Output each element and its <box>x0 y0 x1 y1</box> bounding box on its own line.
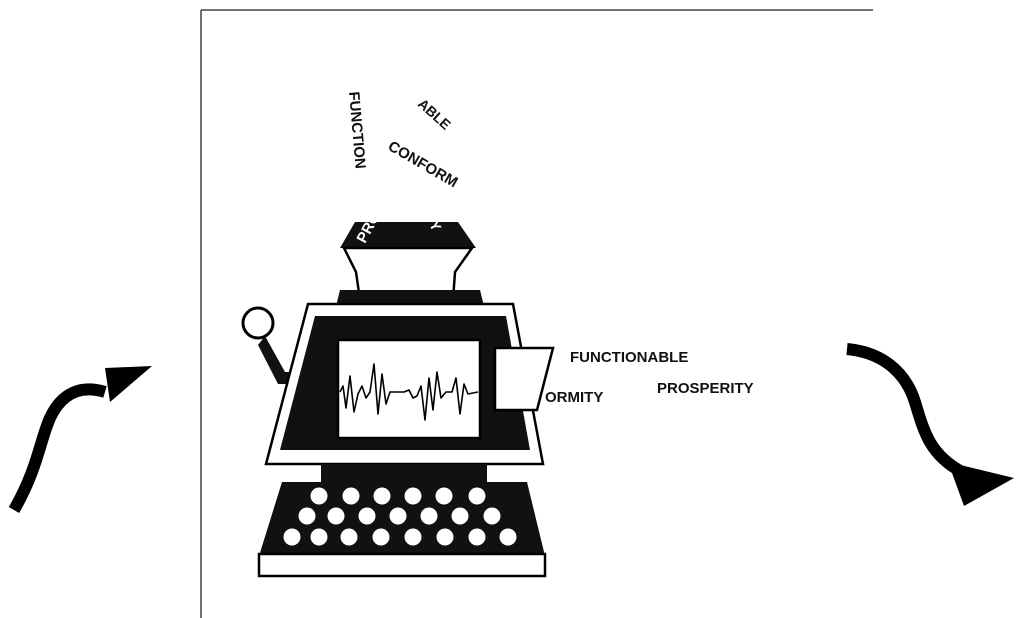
curved-down-arrow-icon <box>846 343 1014 506</box>
input-word-able: ABLE <box>415 95 454 132</box>
keyboard-keys <box>283 487 517 546</box>
machine-hopper <box>336 222 484 306</box>
output-tray <box>493 346 555 412</box>
output-word-prosperity: PROSPERITY <box>657 380 754 397</box>
curved-up-arrow-icon <box>8 366 152 513</box>
machine-screen <box>336 338 482 440</box>
keyboard <box>257 482 547 578</box>
screen-waveform <box>339 363 479 421</box>
input-word-function: FUNCTION <box>345 91 369 170</box>
output-word-functionable: FUNCTIONABLE <box>570 349 688 366</box>
machine-neck <box>321 464 487 482</box>
output-word-ormity: ORMITY <box>545 389 603 406</box>
